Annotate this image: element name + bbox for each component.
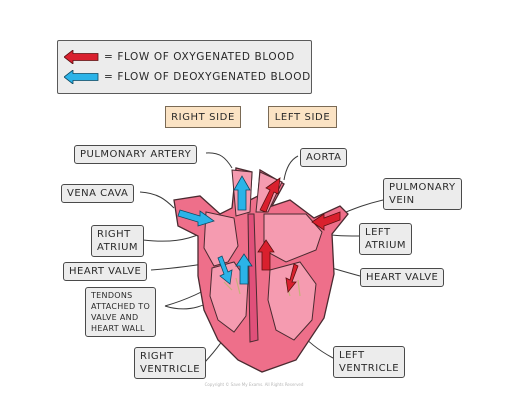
legend: = FLOW OF OXYGENATED BLOOD = FLOW OF DEO… <box>57 40 312 94</box>
label-left-ventricle-line2: VENTRICLE <box>339 363 400 374</box>
label-left-ventricle-line1: LEFT <box>339 350 365 361</box>
red-arrow-up-left <box>257 239 275 271</box>
copyright-text: Copyright © Save My Exams. All Rights Re… <box>204 382 304 387</box>
label-left-atrium-line1: LEFT <box>365 227 391 238</box>
red-arrow-pulmonary-vein <box>311 211 341 231</box>
label-aorta: AORTA <box>300 148 348 167</box>
label-tendons-line4: HEART WALL <box>91 324 145 333</box>
legend-deoxygenated: = FLOW OF DEOXYGENATED BLOOD <box>64 68 311 86</box>
left-side-label: LEFT SIDE <box>268 106 337 128</box>
label-pulmonary-artery: PULMONARY ARTERY <box>74 145 198 164</box>
blue-arrow-icon <box>64 70 99 84</box>
leader-vena-cava <box>139 191 175 209</box>
label-right-ventricle-line1: RIGHT <box>140 351 174 362</box>
legend-deoxygenated-label: = FLOW OF DEOXYGENATED BLOOD <box>104 71 311 83</box>
label-tendons: TENDONS ATTACHED TO VALVE AND HEART WALL <box>85 287 157 337</box>
flow-arrows <box>177 175 341 293</box>
label-pulmonary-vein-line2: VEIN <box>389 195 415 206</box>
right-side-label: RIGHT SIDE <box>165 106 241 128</box>
label-right-atrium: RIGHT ATRIUM <box>91 225 145 257</box>
label-tendons-line3: VALVE AND <box>91 313 139 322</box>
legend-oxygenated-label: = FLOW OF OXYGENATED BLOOD <box>104 51 295 63</box>
label-vena-cava: VENA CAVA <box>61 184 135 203</box>
label-right-atrium-line1: RIGHT <box>97 229 131 240</box>
label-heart-valve-left: HEART VALVE <box>360 268 445 287</box>
blue-arrow-vena-cava <box>177 209 215 227</box>
red-arrow-down-left <box>285 263 299 293</box>
label-heart-valve-right: HEART VALVE <box>63 262 148 281</box>
label-left-ventricle: LEFT VENTRICLE <box>333 346 406 378</box>
label-left-atrium: LEFT ATRIUM <box>359 223 413 255</box>
blue-arrow-up-right <box>235 253 253 285</box>
red-arrow-icon <box>64 50 99 64</box>
label-tendons-line2: ATTACHED TO <box>91 302 151 311</box>
blue-arrow-pulmonary-artery <box>233 175 251 211</box>
label-right-atrium-line2: ATRIUM <box>97 242 139 253</box>
legend-oxygenated: = FLOW OF OXYGENATED BLOOD <box>64 48 295 66</box>
label-pulmonary-vein: PULMONARY VEIN <box>383 178 462 210</box>
red-arrow-aorta <box>259 177 281 213</box>
label-right-ventricle-line2: VENTRICLE <box>140 364 201 375</box>
label-right-ventricle: RIGHT VENTRICLE <box>134 347 207 379</box>
blue-arrow-down-right <box>217 255 233 285</box>
heart-body <box>173 167 349 373</box>
leader-right-atrium <box>142 233 201 242</box>
label-tendons-line1: TENDONS <box>91 291 133 300</box>
leader-pulmonary-vein <box>345 199 384 213</box>
leader-pulmonary-artery <box>205 152 233 169</box>
label-pulmonary-vein-line1: PULMONARY <box>389 182 456 193</box>
label-left-atrium-line2: ATRIUM <box>365 240 407 251</box>
leader-aorta <box>283 155 299 181</box>
